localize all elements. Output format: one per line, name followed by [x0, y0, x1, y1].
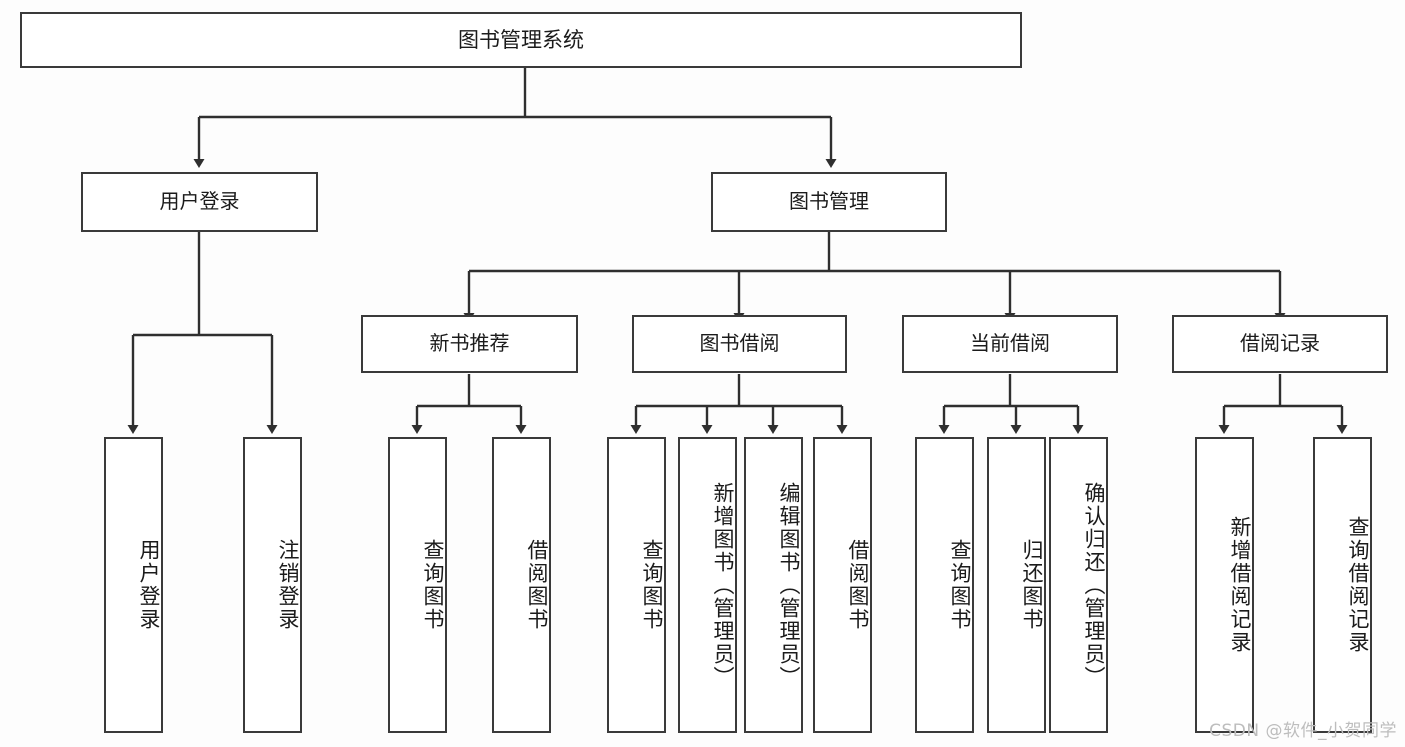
node-leaf-return-book[interactable]: 归还图书 [987, 437, 1046, 733]
node-leaf-query-book-3[interactable]: 查询图书 [915, 437, 974, 733]
node-leaf-add-record-label: 新增借阅记录 [1228, 516, 1252, 654]
watermark: CSDN @软件_小贺同学 [1209, 721, 1397, 741]
node-root-label: 图书管理系统 [458, 27, 584, 52]
node-user-login[interactable]: 用户登录 [81, 172, 318, 232]
node-leaf-query-record-label: 查询借阅记录 [1346, 516, 1370, 654]
node-leaf-user-login-label: 用户登录 [137, 539, 161, 631]
node-leaf-query-book-1[interactable]: 查询图书 [388, 437, 447, 733]
node-book-borrow-label: 图书借阅 [699, 331, 780, 356]
node-leaf-add-record[interactable]: 新增借阅记录 [1195, 437, 1254, 733]
node-leaf-logout-login[interactable]: 注销登录 [243, 437, 302, 733]
node-leaf-edit-book[interactable]: 编辑图书（管理员） [744, 437, 803, 733]
node-user-login-label: 用户登录 [159, 189, 240, 214]
node-current-borrow-label: 当前借阅 [970, 331, 1050, 356]
node-leaf-query-record[interactable]: 查询借阅记录 [1313, 437, 1372, 733]
node-leaf-borrow-book-2[interactable]: 借阅图书 [813, 437, 872, 733]
node-book-manage[interactable]: 图书管理 [711, 172, 947, 232]
node-leaf-query-book-1-label: 查询图书 [421, 539, 445, 631]
node-leaf-borrow-book-1-label: 借阅图书 [525, 539, 549, 631]
node-leaf-query-book-2-label: 查询图书 [640, 539, 664, 631]
node-current-borrow[interactable]: 当前借阅 [902, 315, 1118, 373]
node-leaf-borrow-book-1[interactable]: 借阅图书 [492, 437, 551, 733]
node-leaf-borrow-book-2-label: 借阅图书 [846, 539, 870, 631]
node-borrow-record-label: 借阅记录 [1240, 331, 1320, 356]
node-leaf-query-book-3-label: 查询图书 [948, 539, 972, 631]
node-leaf-logout-login-label: 注销登录 [276, 539, 300, 631]
node-leaf-query-book-2[interactable]: 查询图书 [607, 437, 666, 733]
node-leaf-confirm-return-label: 确认归还（管理员） [1082, 481, 1106, 689]
node-leaf-return-book-label: 归还图书 [1020, 539, 1044, 631]
node-leaf-edit-book-label: 编辑图书（管理员） [777, 481, 801, 689]
node-borrow-record[interactable]: 借阅记录 [1172, 315, 1388, 373]
node-book-manage-label: 图书管理 [789, 189, 869, 214]
node-leaf-user-login[interactable]: 用户登录 [104, 437, 163, 733]
node-new-book-recommend[interactable]: 新书推荐 [361, 315, 578, 373]
node-root[interactable]: 图书管理系统 [20, 12, 1022, 68]
node-leaf-add-book[interactable]: 新增图书（管理员） [678, 437, 737, 733]
node-new-book-recommend-label: 新书推荐 [429, 331, 510, 356]
node-leaf-add-book-label: 新增图书（管理员） [711, 481, 735, 689]
node-book-borrow[interactable]: 图书借阅 [632, 315, 847, 373]
node-leaf-confirm-return[interactable]: 确认归还（管理员） [1049, 437, 1108, 733]
